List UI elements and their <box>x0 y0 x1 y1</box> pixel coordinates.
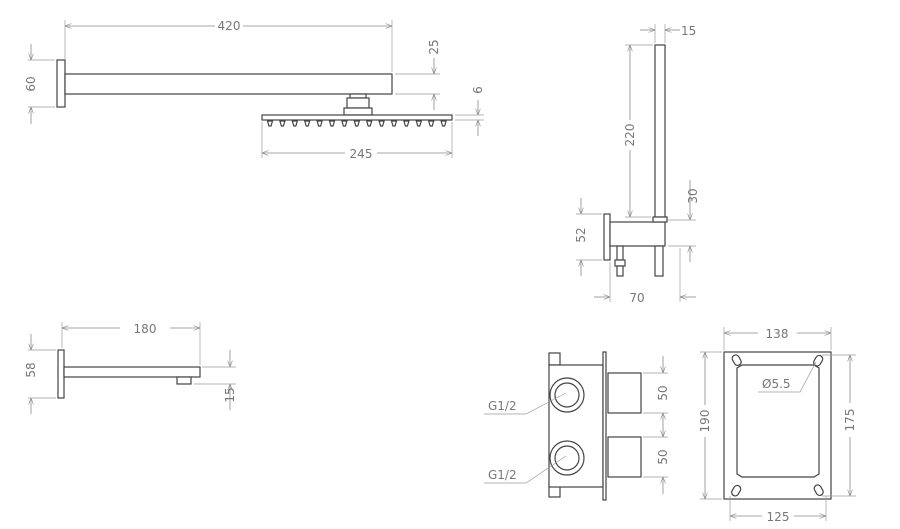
dim-hole-diameter: Ø5.5 <box>762 377 791 391</box>
cover-plate <box>602 351 607 501</box>
connector-nut <box>346 97 370 109</box>
port-bottom-inner <box>554 445 580 471</box>
spout-flange <box>57 349 65 399</box>
box-opening <box>736 364 820 478</box>
hose-connector <box>654 245 664 277</box>
wall-bracket <box>603 213 611 261</box>
overhead-shower-view: 420 60 25 6 245 <box>24 19 485 161</box>
nozzle <box>291 120 299 127</box>
dim-hole-spacing-v: 175 <box>843 409 857 432</box>
dim-handle-length: 220 <box>623 124 637 147</box>
dim-handle-bottom: 50 <box>656 449 670 464</box>
outlet-nut <box>614 259 626 267</box>
dim-handle-top: 50 <box>656 385 670 400</box>
nozzle <box>341 120 348 127</box>
dim-box-height: 190 <box>698 410 712 433</box>
port-top-inner <box>554 382 580 408</box>
nozzle <box>403 120 410 127</box>
nozzle <box>440 120 447 127</box>
nozzle <box>316 120 323 127</box>
spout-outlet <box>176 376 192 385</box>
valve-view: G1/2 G1/2 50 50 <box>484 351 670 501</box>
nozzle <box>378 120 385 127</box>
spout-view: 180 58 15 <box>24 322 237 414</box>
dim-bracket-height: 52 <box>574 227 588 242</box>
spout-body <box>63 366 201 378</box>
holder-body <box>609 221 666 247</box>
nozzle <box>353 120 361 127</box>
hole <box>813 354 824 367</box>
mounting-holes <box>731 354 824 497</box>
handle-collar <box>652 216 668 223</box>
nozzle <box>279 120 286 127</box>
wall-flange <box>56 59 66 108</box>
outlet-tip <box>616 265 624 277</box>
hole <box>813 484 824 497</box>
dim-hole-spacing-h: 125 <box>767 510 790 524</box>
nozzle <box>390 120 398 127</box>
port-top-label: G1/2 <box>488 399 517 413</box>
hole <box>731 354 742 367</box>
port-bottom-label: G1/2 <box>488 468 517 482</box>
dim-outlet-height: 15 <box>223 387 237 402</box>
dim-box-width: 138 <box>766 327 789 341</box>
nozzle <box>303 120 311 127</box>
shower-head-plate <box>261 114 453 121</box>
dim-flange-height: 60 <box>24 76 38 91</box>
handle-bottom <box>607 436 642 478</box>
dim-projection: 70 <box>629 291 644 305</box>
nozzles <box>266 120 447 127</box>
dim-spout-length: 180 <box>134 322 157 336</box>
outlet-stem <box>616 245 624 261</box>
hand-shower-view: 15 220 30 52 70 <box>574 24 700 305</box>
dim-arm-length: 420 <box>218 19 241 33</box>
nozzle <box>415 120 423 127</box>
nozzle <box>328 120 336 127</box>
nozzle <box>365 120 373 127</box>
dim-head-thickness: 6 <box>471 86 485 94</box>
top-tab <box>548 352 561 366</box>
dim-handle-width: 15 <box>681 24 696 38</box>
mounting-box-view: Ø5.5 138 190 175 125 <box>698 327 857 524</box>
shower-arm <box>64 73 393 95</box>
handle-top <box>607 372 642 414</box>
dim-spout-flange: 58 <box>24 362 38 377</box>
nozzle <box>427 120 435 127</box>
dim-head-width: 245 <box>350 147 373 161</box>
dim-holder-height: 30 <box>686 188 700 203</box>
connector-base <box>343 107 373 116</box>
dim-arm-height: 25 <box>427 39 441 54</box>
hand-shower-handle <box>654 44 666 218</box>
nozzle <box>266 120 274 127</box>
hole <box>731 484 742 497</box>
